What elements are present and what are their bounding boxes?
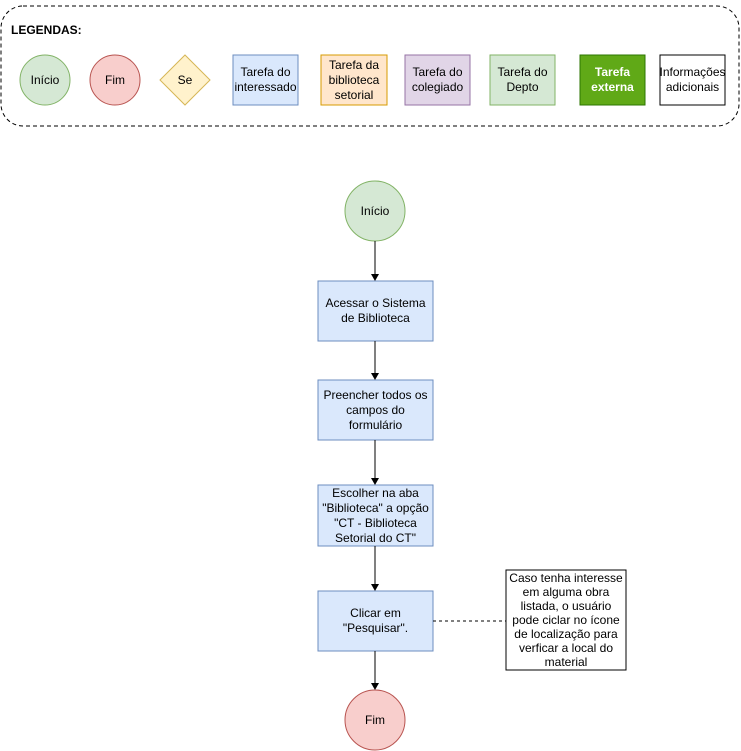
legend-task-shape	[232, 54, 299, 106]
legend-colegiado-shape	[404, 54, 471, 106]
flow-note-label: Caso tenha interesse em alguma obra list…	[509, 571, 623, 669]
flow-end-label: Fim	[365, 712, 385, 727]
flow-step2-shape	[317, 379, 434, 441]
legend-start-label: Início	[30, 72, 60, 87]
flow-step4-label: Clicar em "Pesquisar".	[342, 606, 409, 635]
legend-external-label: Tarefa externa	[591, 65, 634, 94]
flow-note-shape	[505, 569, 627, 671]
flow-step2-label: Preencher todos os campos do formulário	[323, 387, 428, 432]
legend-decision-label: Se	[177, 72, 193, 87]
legend-colegiado-label: Tarefa do colegiado	[411, 65, 464, 94]
legend-info-label: Informações adicionais	[659, 65, 726, 94]
legend-depto-shape	[489, 54, 556, 106]
flow-step4-shape	[317, 590, 434, 652]
flow-step3-shape	[317, 484, 434, 547]
legend-title: LEGENDAS:	[11, 23, 82, 37]
legend-end-shape	[89, 54, 141, 106]
legend-library-label: Tarefa da biblioteca setorial	[328, 57, 380, 102]
legend-external-shape	[579, 54, 646, 106]
legend-start-shape	[19, 54, 71, 106]
flow-step3-label: Escolher na aba "Biblioteca" a opção "CT…	[322, 485, 429, 545]
legend-info-shape	[659, 54, 726, 106]
flow-end-shape	[344, 689, 406, 751]
legend-library-shape	[320, 54, 388, 106]
flow-step1-label: Acessar o Sistema de Biblioteca	[325, 296, 426, 325]
legend-decision-shape	[159, 54, 211, 106]
flow-start-label: Início	[360, 203, 390, 218]
legend-end-label: Fim	[105, 72, 125, 87]
legend-depto-label: Tarefa do Depto	[497, 65, 548, 94]
legend-task-label: Tarefa do interessado	[234, 65, 297, 94]
